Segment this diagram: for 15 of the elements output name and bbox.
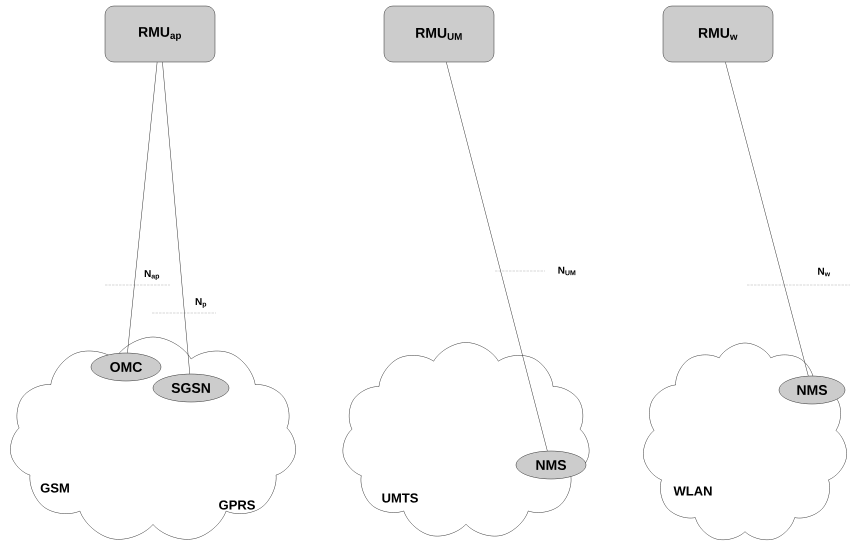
rounded-box: RMU$_{w}$ [662, 6, 774, 62]
connector-line [127, 62, 158, 354]
interface-label: N$_{UM}$ [558, 266, 576, 276]
interface-label: N$_{w}$ [818, 268, 830, 276]
connector-line [446, 62, 548, 452]
ellipse-node: NMS [778, 376, 846, 404]
interface-label: N$_{p}$ [196, 298, 206, 308]
ellipse-node: NMS [516, 450, 586, 480]
ellipse-node: OMC [90, 352, 162, 382]
interface-label: N$_{ap}$ [144, 270, 160, 280]
ellipse-node: SGSN [152, 374, 230, 402]
rounded-box: RMU$_{UM}$ [384, 6, 494, 62]
connector-line [162, 62, 190, 374]
connector-line [725, 62, 808, 376]
rounded-box: RMU$_{ap}$ [104, 6, 216, 62]
